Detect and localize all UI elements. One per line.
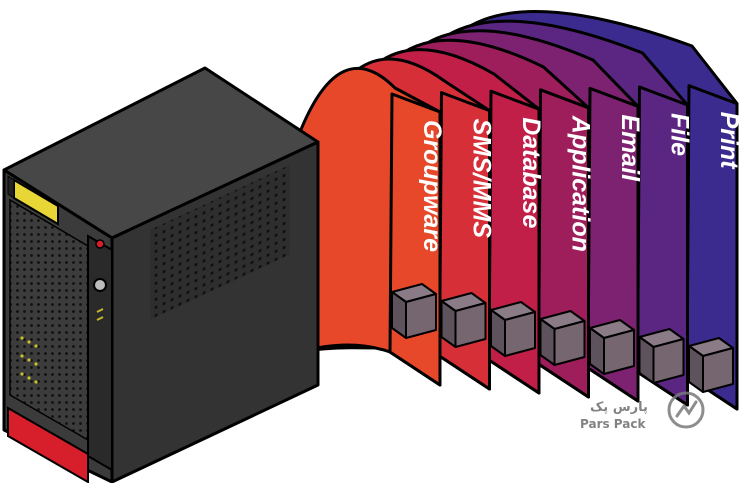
module-cube-file xyxy=(638,328,685,384)
panel-label-file: File xyxy=(666,113,694,156)
panel-label-sms-mms: SMS/MMS xyxy=(468,119,496,239)
panel-label-email: Email xyxy=(616,114,644,182)
brand-name-en: Pars Pack xyxy=(580,417,646,431)
control-strip xyxy=(87,234,113,472)
module-cube-print xyxy=(688,337,734,393)
panel-label-print: Print xyxy=(715,112,743,171)
power-led-icon xyxy=(95,239,105,249)
module-cube-email xyxy=(589,319,635,375)
panel-label-database: Database xyxy=(517,117,545,228)
power-button-icon xyxy=(93,278,107,292)
brand-logo-icon xyxy=(667,391,705,429)
panel-label-application: Application xyxy=(567,115,595,252)
brand-watermark: پارس پک Pars Pack xyxy=(580,391,705,431)
side-vent xyxy=(150,164,290,321)
brand-name-fa: پارس پک xyxy=(590,400,648,415)
module-cube-database xyxy=(490,301,536,357)
status-lights xyxy=(20,336,38,384)
module-cube-sms-mms xyxy=(440,292,487,348)
server-red-base xyxy=(7,406,89,483)
module-cube-application xyxy=(539,310,586,366)
panel-label-groupware: Groupware xyxy=(418,120,446,252)
service-panels: Print File Email Application Database SMS/MMS… xyxy=(298,10,743,411)
server-tower xyxy=(2,66,320,483)
module-cube-groupware xyxy=(391,283,437,339)
